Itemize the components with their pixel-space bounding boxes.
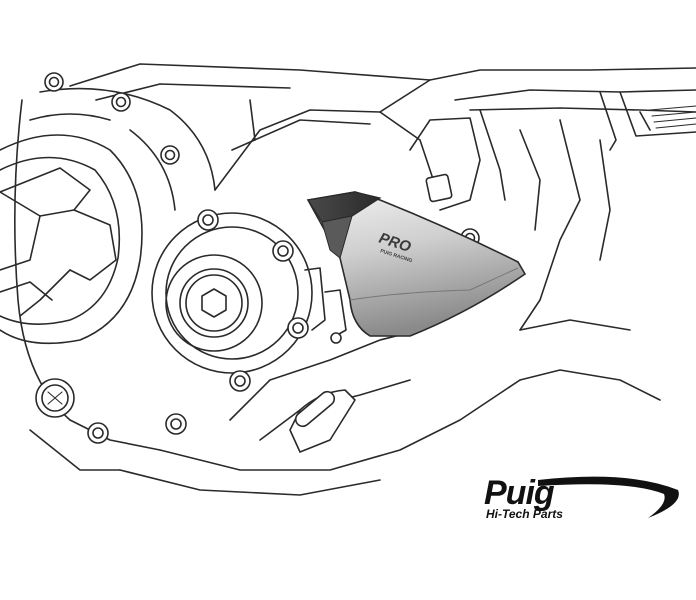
bolt xyxy=(111,92,131,112)
crankcase xyxy=(14,79,661,496)
alternator-cover xyxy=(151,212,347,374)
bolt xyxy=(44,72,64,92)
logo-word: Puig xyxy=(484,474,555,512)
logo-swoosh-icon xyxy=(538,476,679,518)
puig-logo: Puig Hi-Tech Parts xyxy=(478,474,684,526)
lower-bracket xyxy=(289,389,356,453)
clutch-cover xyxy=(0,113,176,345)
bolt xyxy=(87,422,109,444)
bolt xyxy=(160,145,180,165)
bolt xyxy=(229,370,251,392)
logo-tagline: Hi-Tech Parts xyxy=(486,507,563,521)
bolt xyxy=(165,413,187,435)
bolt xyxy=(272,240,294,262)
drain-plug xyxy=(35,378,75,418)
frame-slider: PRO PUIG RACING xyxy=(306,191,527,337)
bolt xyxy=(287,317,309,339)
bolt xyxy=(197,209,219,231)
